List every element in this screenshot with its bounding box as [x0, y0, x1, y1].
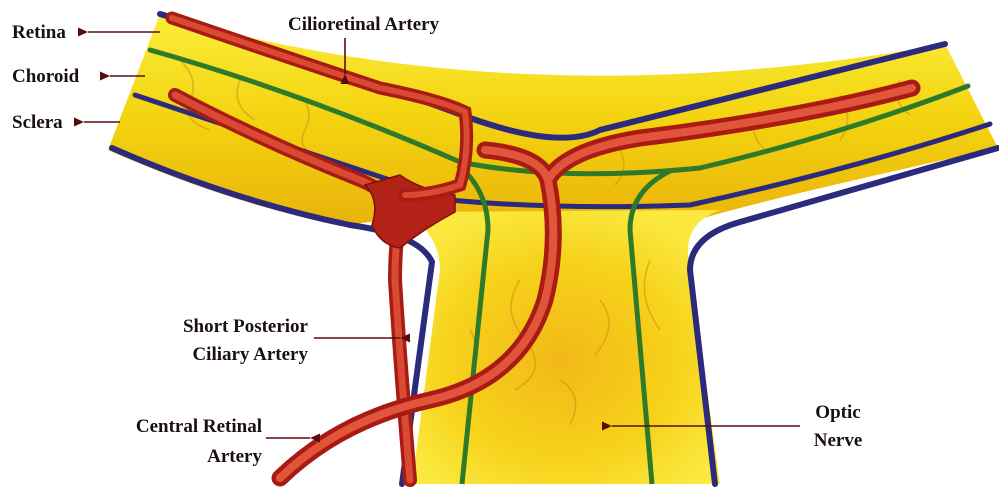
label-optic-nerve-line2: Nerve [814, 430, 863, 451]
label-choroid: Choroid [12, 66, 80, 87]
label-central-retinal-line2: Artery [207, 446, 262, 467]
label-short-posterior-line2: Ciliary Artery [192, 344, 308, 365]
label-retina: Retina [12, 22, 66, 43]
label-cilioretinal-artery: Cilioretinal Artery [288, 14, 440, 35]
label-central-retinal-line1: Central Retinal [136, 416, 262, 437]
label-optic-nerve-line1: Optic [815, 402, 860, 423]
label-sclera: Sclera [12, 112, 63, 133]
label-short-posterior-line1: Short Posterior [183, 316, 309, 337]
optic-nerve-body [405, 210, 720, 484]
